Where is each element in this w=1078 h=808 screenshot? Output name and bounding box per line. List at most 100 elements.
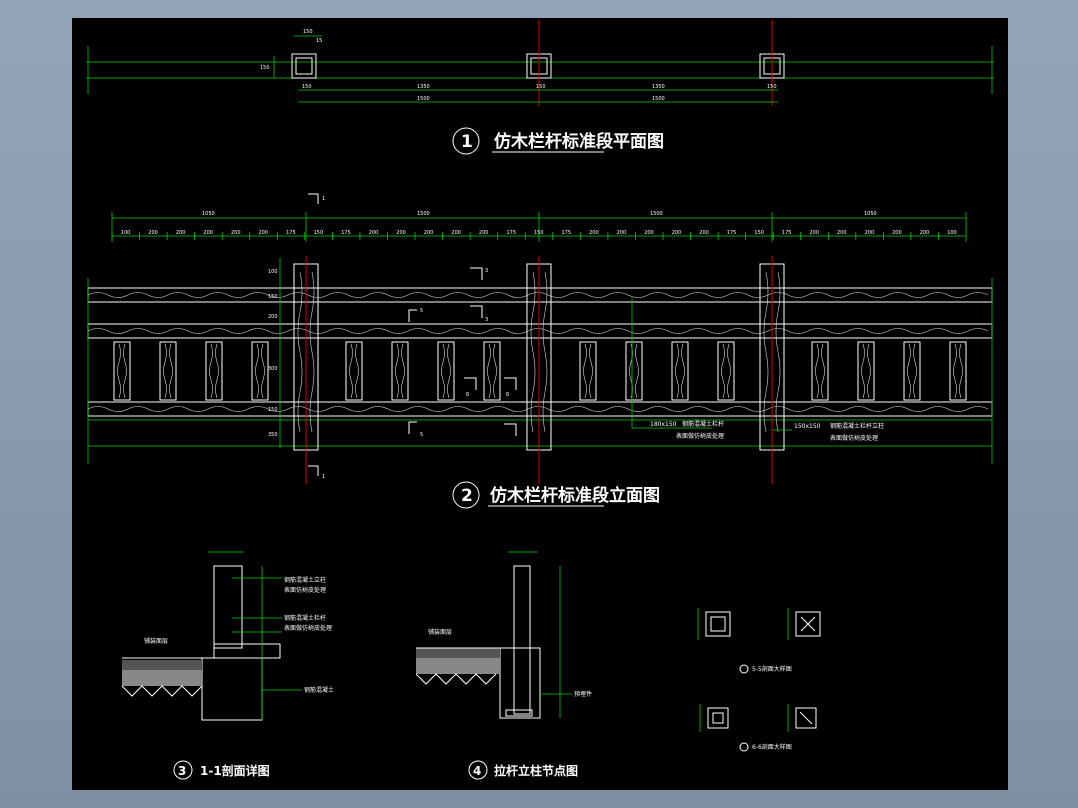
elev-span-1: 1050 (202, 211, 215, 217)
elev-sub-dim-4: 200 (231, 230, 241, 236)
baluster-grain-9 (629, 343, 639, 399)
d4-title: 拉杆立柱节点图 (494, 763, 578, 778)
elevation-title: 仿木栏杆标准段立面图 (490, 485, 660, 506)
d6-title: 6-6剖面大样图 (752, 743, 792, 751)
baluster-9 (625, 341, 643, 401)
baluster-13 (857, 341, 875, 401)
elev-sub-dim-12: 200 (451, 230, 461, 236)
d4-title-number: 4 (473, 764, 481, 778)
elev-sub-dim-19: 200 (644, 230, 654, 236)
baluster-grain-12 (815, 343, 825, 399)
baluster-14 (903, 341, 921, 401)
baluster-grain-0 (117, 343, 127, 399)
elev-sub-dim-5: 200 (259, 230, 269, 236)
section-5-top: 5 (420, 308, 423, 314)
baluster-1 (159, 341, 177, 401)
d5-title: 5-5剖面大样图 (752, 665, 792, 673)
elev-sub-dim-13: 200 (479, 230, 489, 236)
elev-sub-dim-30: 100 (947, 230, 957, 236)
elev-height-5: 150 (268, 407, 278, 413)
elev-sub-dim-23: 150 (754, 230, 764, 236)
plan-dim-span1: 1350 (417, 84, 430, 90)
baluster-5 (391, 341, 409, 401)
plan-view: 150 15 150 150 1350 150 1350 150 1500 15… (86, 20, 994, 106)
detail-post-node: 铺装面层 预埋件 (415, 551, 592, 719)
d3-note-d: 表面做仿树皮处理 (284, 624, 332, 632)
baluster-3 (251, 341, 269, 401)
elev-sub-dim-22: 175 (727, 230, 737, 236)
elev-sub-dim-9: 200 (369, 230, 379, 236)
elev-note-post: 钢筋混凝土栏杆立柱 (830, 422, 884, 430)
elev-sub-dimensions: 100 200 200 200 200 200 175 150 175 200 200 200 200 2… (111, 230, 957, 240)
elev-height-2: 150 (268, 294, 278, 300)
elev-sub-dim-14: 175 (507, 230, 517, 236)
baluster-0 (113, 341, 131, 401)
baluster-8 (579, 341, 597, 401)
elev-sub-dim-25: 200 (810, 230, 820, 236)
baluster-grain-5 (395, 343, 405, 399)
plan-title-number: 1 (461, 132, 473, 152)
d3-note-a: 钢筋混凝土立柱 (284, 576, 326, 584)
baluster-11 (717, 341, 735, 401)
baluster-15 (949, 341, 967, 401)
plan-dim-post1: 150 (302, 84, 312, 90)
plan-dim-total2: 1500 (652, 96, 665, 102)
elev-sub-dim-7: 150 (314, 230, 324, 236)
baluster-10 (671, 341, 689, 401)
d3-note-f: 铺装面层 (144, 637, 168, 645)
baluster-grain-13 (861, 343, 871, 399)
d3-note-e: 钢筋混凝土 (304, 686, 334, 694)
d4-note-b: 预埋件 (574, 690, 592, 698)
baluster-7 (483, 341, 501, 401)
section-6-b: 6 (506, 392, 509, 398)
elev-span-4: 1050 (864, 211, 877, 217)
elev-sub-dim-1: 200 (148, 230, 158, 236)
elev-sub-dim-10: 200 (396, 230, 406, 236)
detail-small-sections (697, 608, 821, 752)
section-3-top: 3 (485, 268, 488, 274)
cad-drawing: 150 15 150 150 1350 150 1350 150 1500 15… (86, 20, 994, 780)
plan-dim-top-1: 150 (303, 29, 313, 35)
baluster-grain-14 (907, 343, 917, 399)
plan-dim-side: 150 (260, 65, 270, 71)
baluster-grain-8 (583, 343, 593, 399)
elev-note-rail-2: 表面做仿树皮处理 (676, 432, 724, 440)
elev-sub-dim-28: 200 (892, 230, 902, 236)
d4-note-a: 铺装面层 (428, 628, 452, 636)
elev-sub-dim-3: 200 (203, 230, 213, 236)
plan-dim-total1: 1500 (417, 96, 430, 102)
baluster-4 (345, 341, 363, 401)
elev-note-rail: 钢筋混凝土栏杆 (682, 420, 724, 428)
section-5-bottom: 5 (420, 432, 423, 438)
baluster-grain-10 (675, 343, 685, 399)
section-1-top: 1 (322, 196, 325, 202)
elev-note-post-size: 150x150 (794, 423, 821, 430)
plan-dim-span2: 1350 (652, 84, 665, 90)
section-6-a: 6 (466, 392, 469, 398)
elevation-title-number: 2 (461, 486, 473, 506)
elev-sub-dim-24: 175 (782, 230, 792, 236)
baluster-12 (811, 341, 829, 401)
baluster-2 (205, 341, 223, 401)
elev-sub-dim-26: 200 (837, 230, 847, 236)
baluster-grain-2 (209, 343, 219, 399)
elev-sub-dim-6: 175 (286, 230, 296, 236)
plan-dim-post3: 150 (767, 84, 777, 90)
elev-span-3: 1500 (650, 211, 663, 217)
plan-dim-post2: 150 (536, 84, 546, 90)
baluster-grain-3 (255, 343, 265, 399)
elev-height-3: 200 (268, 314, 278, 320)
elev-sub-dim-18: 200 (617, 230, 627, 236)
elev-sub-dim-21: 200 (699, 230, 709, 236)
elev-span-2: 1500 (417, 211, 430, 217)
detail-section-1-1: 钢筋混凝土立柱 表面仿树皮处理 钢筋混凝土栏杆 表面做仿树皮处理 钢筋混凝土 铺… (121, 551, 334, 721)
elev-sub-dim-0: 100 (121, 230, 131, 236)
baluster-grain-7 (487, 343, 497, 399)
plan-dim-top-2: 15 (316, 38, 322, 44)
section-1-bottom: 1 (322, 474, 325, 480)
drawing-canvas[interactable]: 150 15 150 150 1350 150 1350 150 1500 15… (72, 18, 1008, 790)
baluster-6 (437, 341, 455, 401)
elev-height-1: 100 (268, 269, 278, 275)
d3-note-b: 表面仿树皮处理 (284, 586, 326, 594)
